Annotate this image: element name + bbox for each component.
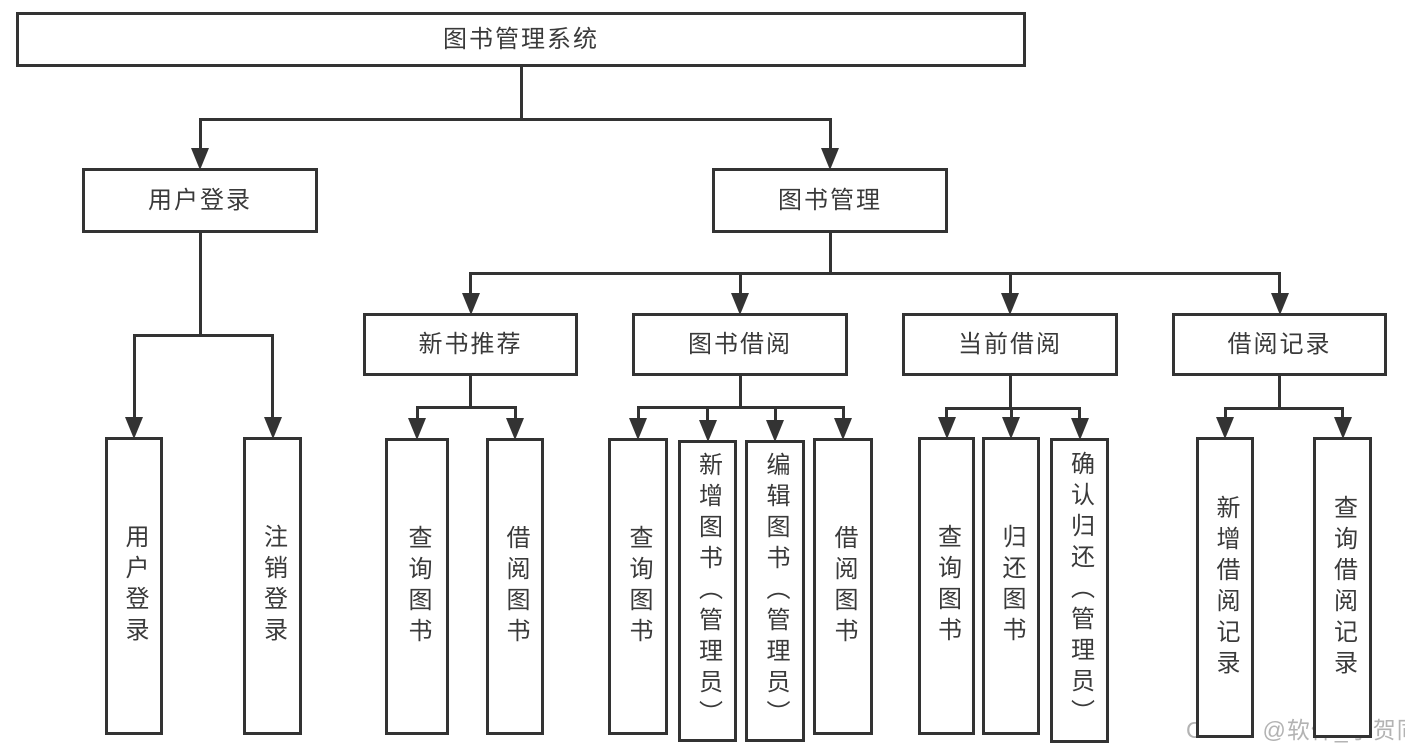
node-user-login: 用户登录 xyxy=(82,168,318,233)
connector-drop-current-borrow xyxy=(1008,376,1012,410)
node-v-confirm-return: 确认归还（管理员） xyxy=(1050,438,1109,743)
node-v-borrow-book-1: 借阅图书 xyxy=(486,438,544,735)
connector-shaft-v-return-book xyxy=(1009,406,1013,417)
connector-shaft-v-query-book-3 xyxy=(945,406,948,417)
connector-branch-current-borrow xyxy=(945,406,1081,410)
arrow-down-icon-v-user-login xyxy=(125,417,143,439)
connector-branch-new-book-rec xyxy=(415,405,517,409)
node-v-query-book-3: 查询图书 xyxy=(918,437,975,735)
connector-drop-user-login xyxy=(198,233,202,337)
connector-shaft-v-add-book xyxy=(706,405,709,420)
connector-shaft-v-confirm-return xyxy=(1078,406,1081,418)
connector-shaft-book-borrow xyxy=(738,271,742,293)
node-borrow-records: 借阅记录 xyxy=(1172,313,1387,376)
arrow-down-icon-v-return-book xyxy=(1002,417,1020,439)
connector-branch-root xyxy=(198,117,832,121)
node-v-return-book: 归还图书 xyxy=(982,437,1040,735)
arrow-down-icon-v-borrow-book-2 xyxy=(834,418,852,440)
node-book-borrow: 图书借阅 xyxy=(632,313,848,376)
arrow-down-icon-v-query-book-1 xyxy=(408,418,426,440)
arrow-down-icon-v-borrow-book-1 xyxy=(506,418,524,440)
connector-drop-borrow-records xyxy=(1278,376,1281,410)
connector-drop-root xyxy=(519,67,523,121)
arrow-down-icon-current-borrow xyxy=(1001,293,1019,315)
node-v-add-book: 新增图书（管理员） xyxy=(678,440,737,742)
connector-shaft-v-query-book-1 xyxy=(415,405,419,418)
arrow-down-icon-book-mgmt xyxy=(821,148,839,170)
arrow-down-icon-v-add-borrow-record xyxy=(1216,417,1234,439)
connector-shaft-v-borrow-book-1 xyxy=(513,405,517,418)
arrow-down-icon-v-confirm-return xyxy=(1070,418,1089,440)
node-v-add-borrow-record: 新增借阅记录 xyxy=(1196,437,1254,738)
node-v-user-login: 用户登录 xyxy=(105,437,163,735)
arrow-down-icon-book-borrow xyxy=(731,293,749,315)
node-v-query-borrow-record: 查询借阅记录 xyxy=(1313,437,1372,738)
arrow-down-icon-new-book-rec xyxy=(461,293,480,315)
connector-shaft-borrow-records xyxy=(1278,271,1281,293)
connector-shaft-user-login xyxy=(198,117,202,148)
node-root: 图书管理系统 xyxy=(16,12,1026,67)
arrow-down-icon-v-query-borrow-record xyxy=(1333,417,1352,439)
arrow-down-icon-v-logout xyxy=(263,417,282,439)
arrow-down-icon-borrow-records xyxy=(1270,293,1289,315)
connector-shaft-v-logout xyxy=(271,333,274,417)
connector-shaft-v-edit-book xyxy=(773,405,777,420)
node-v-query-book-1: 查询图书 xyxy=(385,438,449,735)
node-v-borrow-book-2: 借阅图书 xyxy=(813,438,873,735)
node-current-borrow: 当前借阅 xyxy=(902,313,1118,376)
connector-shaft-current-borrow xyxy=(1008,271,1012,293)
connector-branch-book-mgmt xyxy=(469,271,1281,275)
arrow-down-icon-v-edit-book xyxy=(766,420,784,442)
connector-shaft-v-query-borrow-record xyxy=(1341,406,1344,417)
arrow-down-icon-v-query-book-3 xyxy=(937,417,956,439)
node-v-query-book-2: 查询图书 xyxy=(608,438,668,735)
node-v-edit-book: 编辑图书（管理员） xyxy=(745,440,805,742)
connector-drop-new-book-rec xyxy=(469,376,472,409)
connector-shaft-v-add-borrow-record xyxy=(1223,406,1227,417)
connector-branch-book-borrow xyxy=(636,405,845,409)
connector-branch-user-login xyxy=(132,333,274,337)
connector-shaft-new-book-rec xyxy=(469,271,472,293)
arrow-down-icon-v-add-book xyxy=(698,420,717,442)
connector-branch-borrow-records xyxy=(1223,406,1344,410)
node-v-logout: 注销登录 xyxy=(243,437,302,735)
connector-shaft-v-query-book-2 xyxy=(636,405,640,418)
node-book-mgmt: 图书管理 xyxy=(712,168,948,233)
connector-shaft-v-user-login xyxy=(132,333,136,417)
connector-drop-book-borrow xyxy=(738,376,742,409)
connector-drop-book-mgmt xyxy=(828,233,832,275)
connector-shaft-v-borrow-book-2 xyxy=(841,405,845,418)
connector-shaft-book-mgmt xyxy=(828,117,832,148)
node-new-book-rec: 新书推荐 xyxy=(363,313,578,376)
arrow-down-icon-user-login xyxy=(191,148,209,170)
arrow-down-icon-v-query-book-2 xyxy=(629,418,647,440)
